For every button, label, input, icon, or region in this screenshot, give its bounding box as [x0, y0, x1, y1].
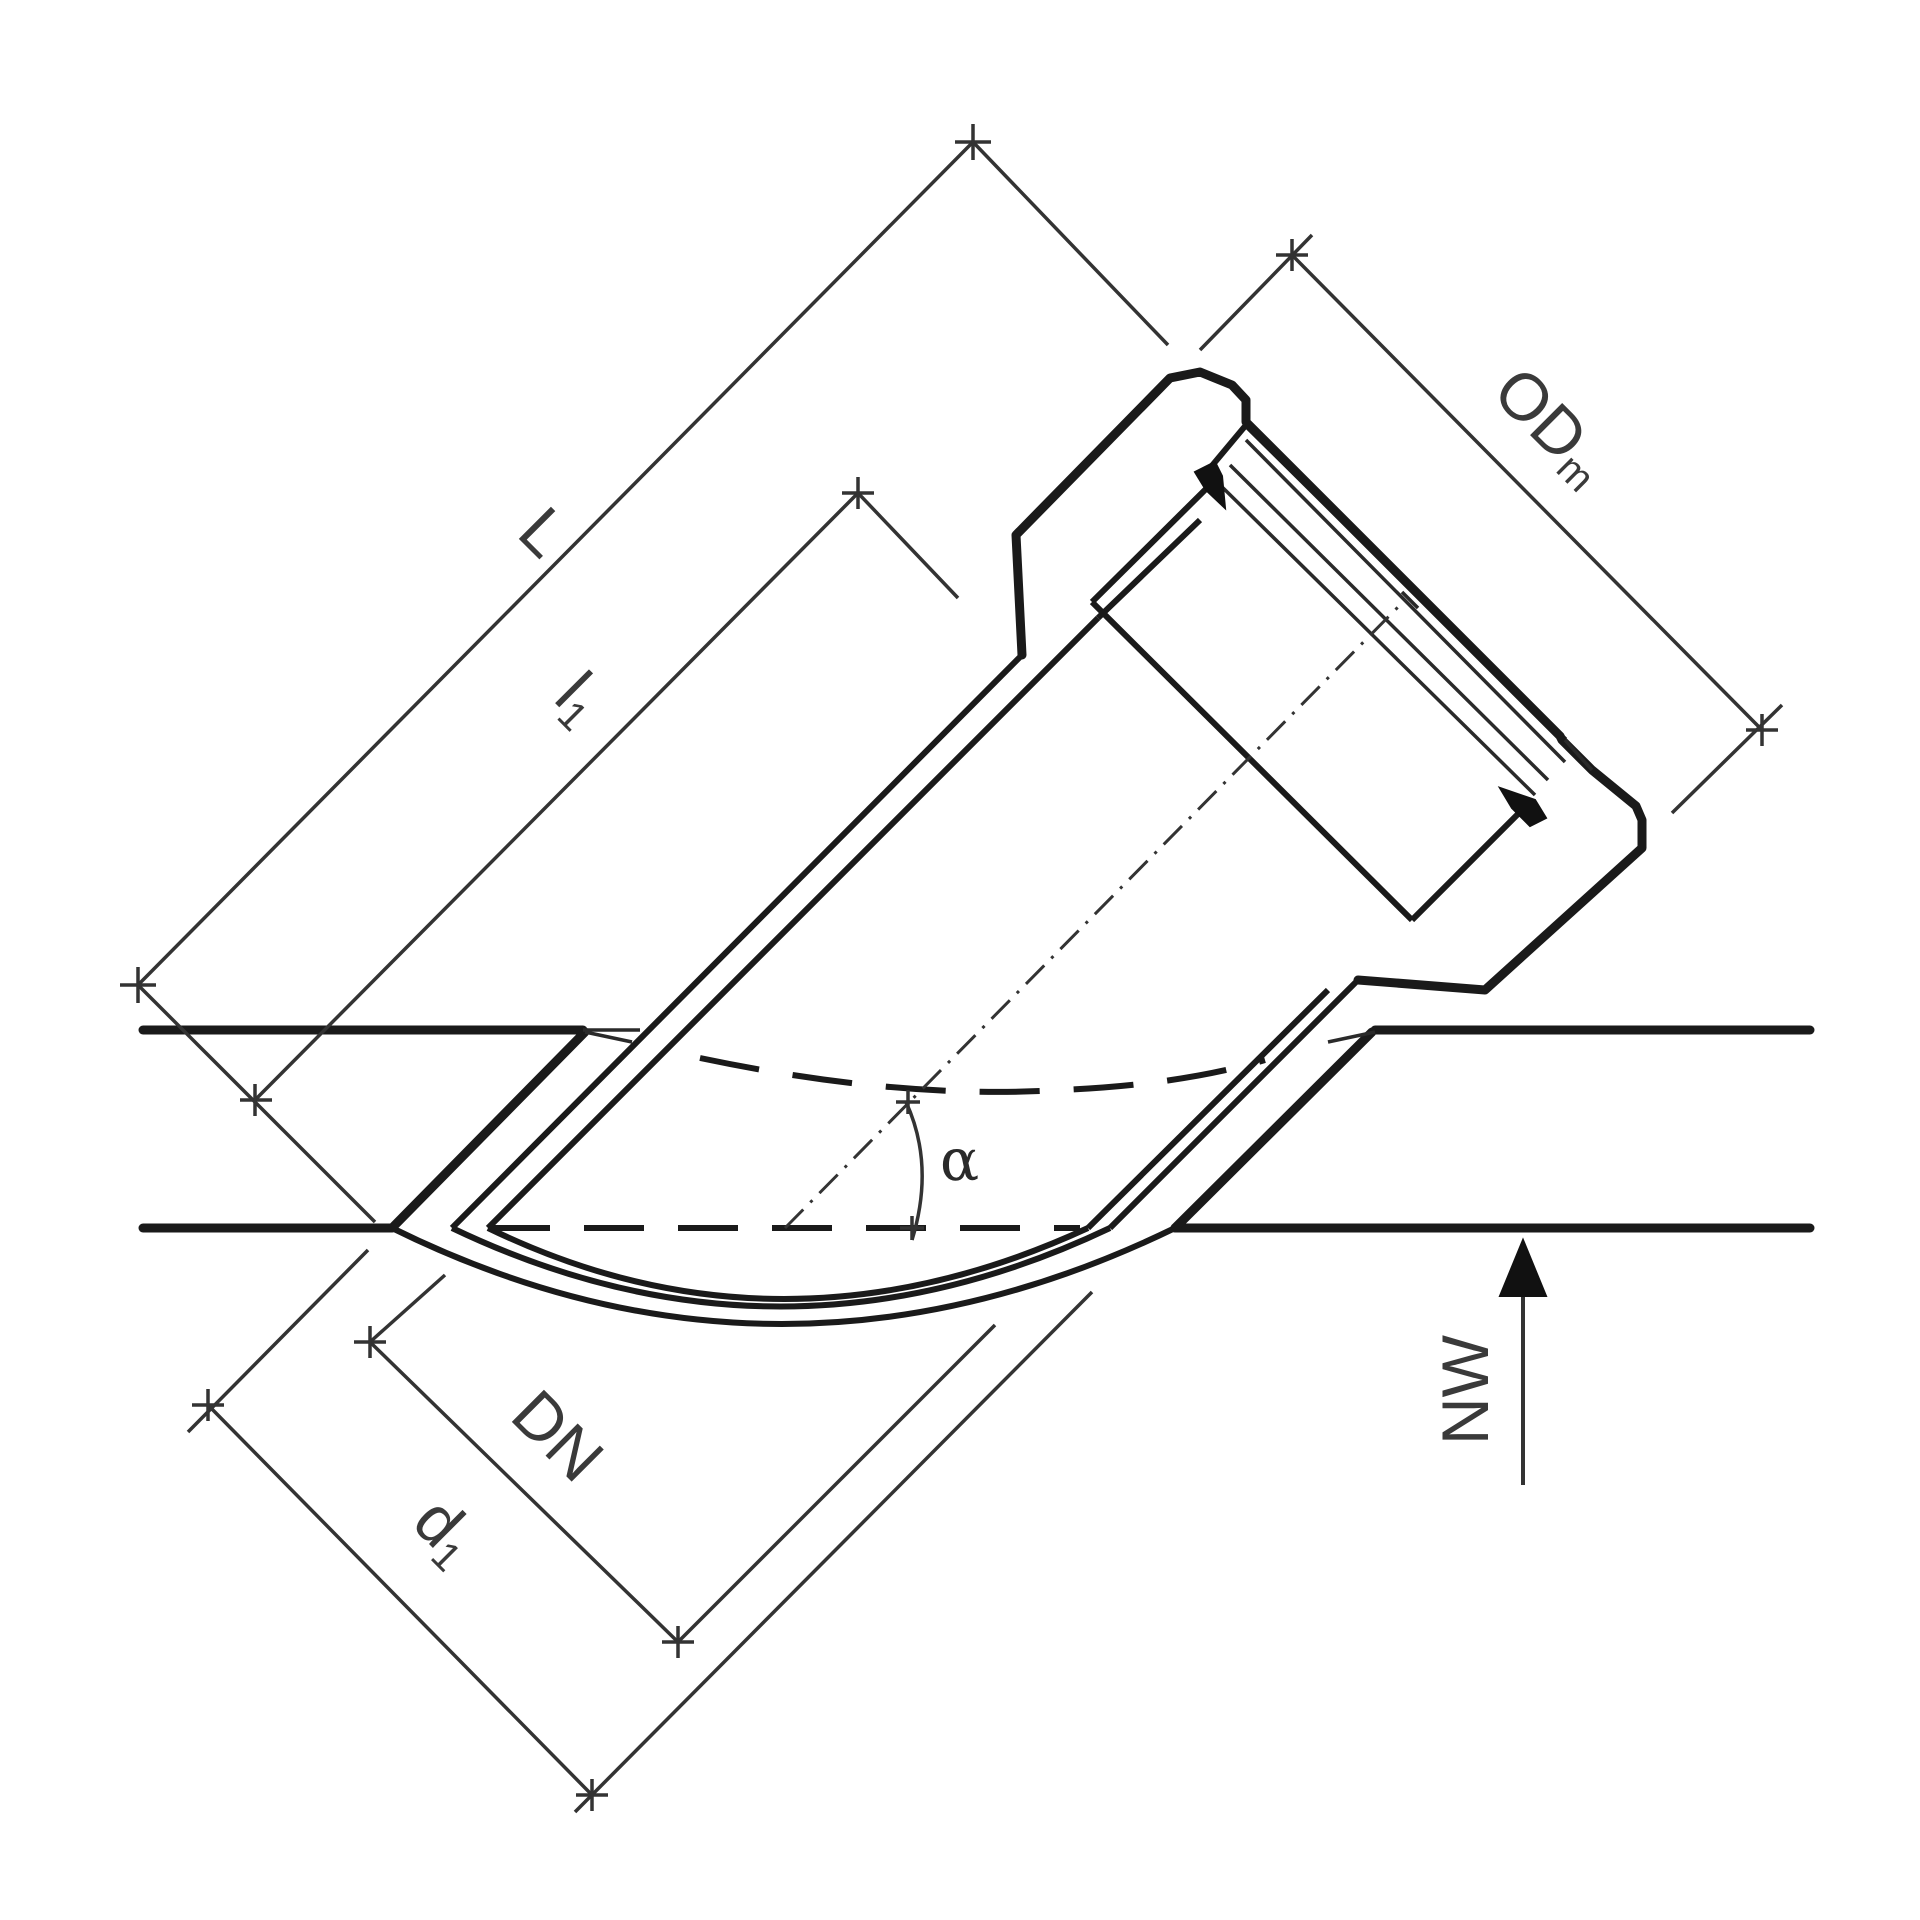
label-ODm: ODm — [1478, 353, 1626, 501]
branch-left-walls — [387, 615, 1101, 1233]
nw-arrow: NW — [1428, 1237, 1548, 1485]
label-alpha: α — [940, 1126, 979, 1194]
branch-centerline — [783, 598, 1407, 1230]
label-l1: l1 — [539, 658, 621, 740]
socket-inner — [1089, 422, 1594, 923]
arrow-up-icon — [1498, 1237, 1548, 1297]
seal-ring-bottom — [1497, 786, 1548, 828]
branch-right-walls — [1085, 977, 1377, 1233]
dimension-d1: d1 — [186, 1248, 1094, 1814]
label-DN: DN — [498, 1376, 618, 1496]
dimension-DN: DN — [354, 1273, 997, 1658]
label-d1: d1 — [397, 1483, 495, 1581]
label-L: L — [505, 493, 583, 571]
label-NW: NW — [1428, 1334, 1502, 1445]
main-pipe — [138, 1025, 1815, 1233]
seal-ring-top — [1193, 460, 1227, 511]
dimension-L: L — [120, 124, 1170, 1224]
dimension-l1: l1 — [240, 477, 960, 1116]
saddle-curves — [390, 1225, 1177, 1327]
angle-alpha: α — [896, 1090, 979, 1241]
hidden-intersection-curve — [699, 1055, 1266, 1095]
